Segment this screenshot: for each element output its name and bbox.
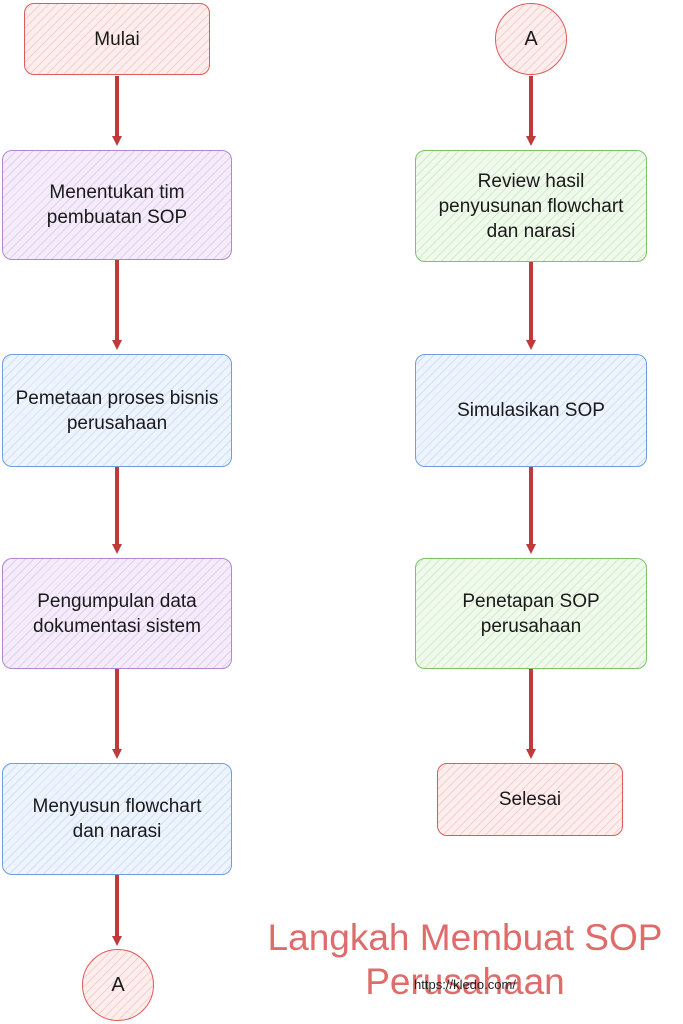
step-simulasikan-sop-label: Simulasikan SOP — [457, 400, 605, 421]
start-node: Mulai — [24, 3, 210, 75]
diagram-title-text: Langkah Membuat SOP Perusahaan — [267, 917, 663, 1002]
step-menentukan-tim: Menentukan tim pembuatan SOP — [2, 150, 232, 260]
step-pemetaan-proses-label: Pemetaan proses bisnis perusahaan — [15, 387, 219, 434]
step-pengumpulan-data: Pengumpulan data dokumentasi sistem — [2, 558, 232, 669]
connector-a-top: A — [495, 3, 567, 75]
step-menyusun-flowchart: Menyusun flowchart dan narasi — [2, 763, 232, 875]
step-pengumpulan-data-label: Pengumpulan data dokumentasi sistem — [33, 590, 201, 637]
end-node: Selesai — [437, 763, 623, 836]
step-menentukan-tim-label: Menentukan tim pembuatan SOP — [46, 182, 188, 228]
step-review-hasil: Review hasil penyusunan flowchart dan na… — [415, 150, 647, 262]
step-penetapan-sop: Penetapan SOP perusahaan — [415, 558, 647, 669]
connector-a-top-label: A — [524, 27, 538, 50]
end-node-label: Selesai — [498, 789, 562, 810]
step-review-hasil-label: Review hasil penyusunan flowchart dan na… — [438, 170, 624, 242]
diagram-title: Langkah Membuat SOP Perusahaan — [250, 872, 680, 1004]
step-simulasikan-sop: Simulasikan SOP — [415, 354, 647, 467]
step-menyusun-flowchart-label: Menyusun flowchart dan narasi — [32, 796, 202, 842]
step-penetapan-sop-label: Penetapan SOP perusahaan — [462, 590, 600, 637]
start-node-label: Mulai — [94, 28, 140, 50]
connector-a-bottom: A — [82, 949, 154, 1021]
connector-a-bottom-label: A — [111, 973, 125, 996]
step-pemetaan-proses: Pemetaan proses bisnis perusahaan — [2, 354, 232, 467]
source-url: https://kledo.com/ — [414, 977, 516, 992]
